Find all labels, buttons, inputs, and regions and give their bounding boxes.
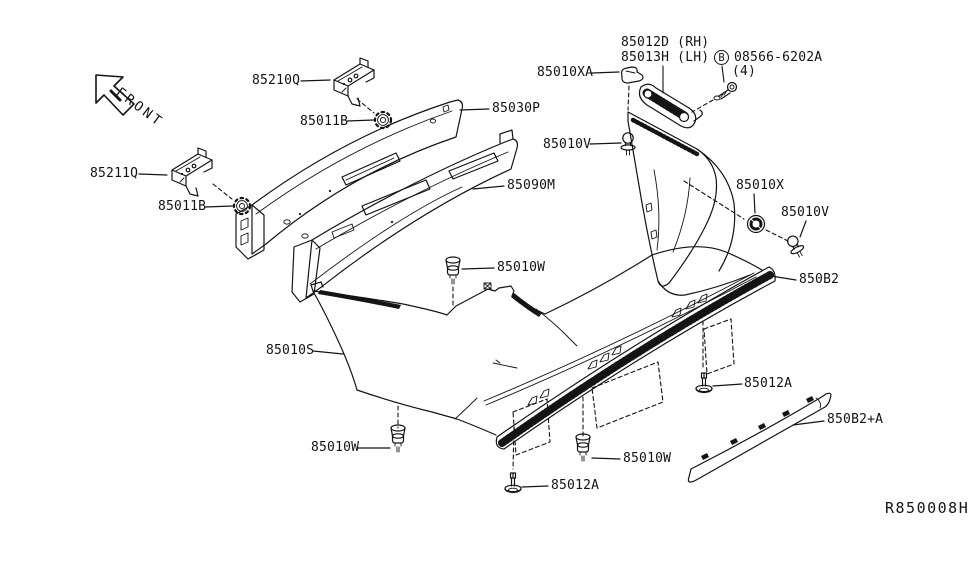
part-label-85010S: 85010S (266, 343, 315, 358)
clip-85010W-right (575, 433, 591, 462)
part-label-85010V-b: 85010V (781, 205, 830, 220)
part-label-85012D-rh: 85012D (RH) (621, 35, 710, 50)
part-label-85210Q: 85210Q (252, 73, 301, 88)
beam-85030P (235, 99, 464, 260)
mounting-dashed-outlines (397, 286, 735, 470)
part-label-850B2: 850B2 (799, 272, 840, 287)
circled-b-icon: B (714, 50, 729, 65)
clip-85010W-left (390, 424, 406, 453)
dash-85010XA (627, 85, 630, 111)
part-label-85010W-a: 85010W (497, 260, 546, 275)
trim-850B2 (483, 266, 776, 450)
bracket-85211Q (171, 147, 213, 197)
part-label-85012A-a: 85012A (744, 376, 793, 391)
front-arrow-icon (95, 74, 135, 116)
screw-85012A-right (695, 372, 713, 394)
part-label-85030P: 85030P (492, 101, 541, 116)
bumper-cover-85010S (310, 246, 763, 436)
nut-85011B-left (232, 196, 252, 216)
dash-bolt (691, 99, 714, 113)
beam-85090M (291, 129, 519, 303)
leader-lines (138, 71, 825, 488)
leader-bolt-circle (721, 65, 725, 83)
bolt-08566-6202A (713, 81, 738, 101)
bolt-quantity-label: (4) (732, 64, 757, 79)
part-label-85011B-left: 85011B (158, 199, 207, 214)
screw-85012A-bottom (504, 472, 522, 494)
trim-850B2A (687, 392, 832, 483)
clip-85010V-right (783, 232, 808, 261)
corner-panel (627, 111, 751, 296)
part-label-08566-6202A: 08566-6202A (734, 50, 823, 65)
part-label-85010V-a: 85010V (543, 137, 592, 152)
clip-85010W-center (445, 256, 461, 285)
assembly-dash-85211Q (212, 183, 233, 200)
part-label-85010X: 85010X (736, 178, 785, 193)
part-label-85211Q: 85211Q (90, 166, 139, 181)
part-label-85090M: 85090M (507, 178, 556, 193)
part-label-85012A-b: 85012A (551, 478, 600, 493)
assembly-dash-85210Q (356, 98, 375, 114)
clip-85010XA (620, 66, 644, 84)
bracket-85012D-85013H (638, 83, 703, 129)
part-label-85010W-b: 85010W (311, 440, 360, 455)
part-label-850B2A: 850B2+A (827, 412, 884, 427)
part-label-85010XA: 85010XA (537, 65, 594, 80)
part-label-85011B-top: 85011B (300, 114, 349, 129)
dash-85010X (683, 180, 789, 242)
bracket-85210Q (333, 57, 375, 107)
part-label-85010W-c: 85010W (623, 451, 672, 466)
diagram-ref-code: R850008H (885, 499, 970, 517)
grommet-85010X (746, 214, 766, 234)
part-label-85013H-lh: 85013H (LH) (621, 50, 710, 65)
